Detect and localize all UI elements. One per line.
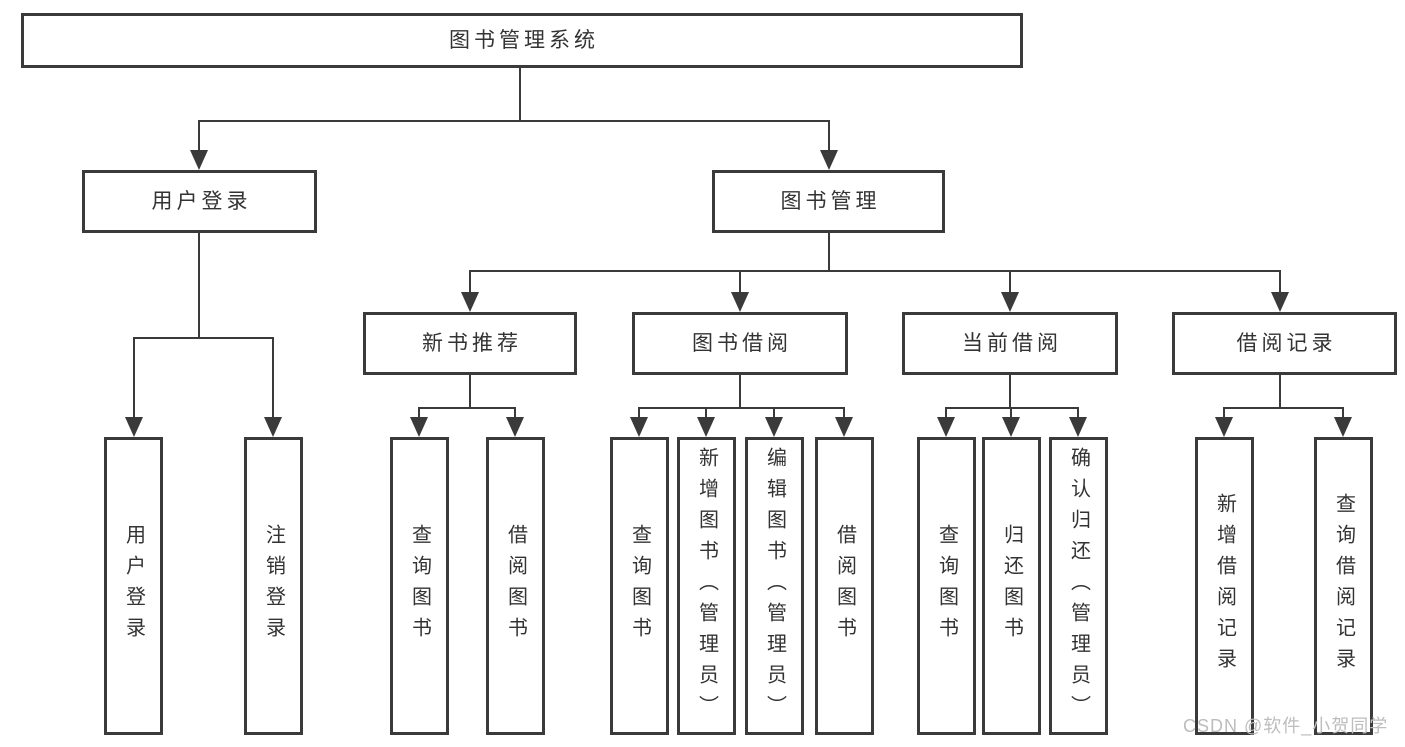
leaf-borrow-books-1: 借阅图书 [486,437,545,735]
node-current-borrowing-label: 当前借阅 [962,332,1062,355]
leaf-label: 归还图书 [1000,524,1023,648]
node-book-borrowing: 图书借阅 [632,312,848,375]
arrowhead-records-icon [1271,292,1289,312]
leaf-label: 查询图书 [628,524,651,648]
leaf-query-borrow-record: 查询借阅记录 [1314,437,1373,735]
arrowhead-user-login-icon [190,150,208,170]
connector-arm-leaf-login [133,337,135,419]
arrowhead-icon [937,417,955,437]
arrowhead-icon [1069,417,1087,437]
leaf-query-books-2: 查询图书 [610,437,669,735]
node-book-management-label: 图书管理 [780,190,881,213]
connector-borrowing-branch [638,407,845,409]
connector-newbooks-branch [418,407,516,409]
connector-arm [1342,407,1344,419]
arrowhead-book-mgmt-icon [820,150,838,170]
node-book-borrowing-label: 图书借阅 [692,332,792,355]
leaf-label: 新增借阅记录 [1213,493,1236,679]
leaf-borrow-books-2: 借阅图书 [815,437,874,735]
leaf-label: 查询图书 [408,524,431,648]
arrowhead-icon [1002,417,1020,437]
leaf-edit-books-admin: 编辑图书（管理员） [745,437,804,735]
connector-bookmgmt-branch [469,270,1281,272]
arrowhead-icon [697,417,715,437]
arrowhead-icon [1215,417,1233,437]
connector-arm [773,407,775,419]
node-user-login: 用户登录 [82,170,317,233]
leaf-label: 确认归还（管理员） [1067,446,1090,726]
connector-borrowing-stem [739,375,741,408]
leaf-query-books-3: 查询图书 [917,437,976,735]
connector-arm [945,407,947,419]
connector-arm-book-mgmt [828,120,830,152]
arrowhead-icon [630,417,648,437]
connector-arm-user-login [198,120,200,152]
leaf-label: 借阅图书 [504,524,527,648]
node-new-book-recommend-label: 新书推荐 [422,332,522,355]
connector-arm [1077,407,1079,419]
node-current-borrowing: 当前借阅 [902,312,1118,375]
arrowhead-leaf-login-icon [125,417,143,437]
leaf-user-login: 用户登录 [104,437,163,735]
connector-userlogin-stem [198,233,200,338]
leaf-label: 借阅图书 [833,524,856,648]
arrowhead-leaf-logout-icon [264,417,282,437]
arrowhead-icon [835,417,853,437]
connector-arm-current [1009,270,1011,294]
arrowhead-icon [765,417,783,437]
node-book-management: 图书管理 [712,170,945,233]
connector-arm [843,407,845,419]
leaf-add-borrow-record: 新增借阅记录 [1195,437,1254,735]
connector-arm [1010,407,1012,419]
leaf-label: 注销登录 [262,524,285,648]
connector-arm [514,407,516,419]
leaf-label: 查询图书 [935,524,958,648]
leaf-logout: 注销登录 [244,437,303,735]
connector-arm-records [1279,270,1281,294]
arrowhead-icon [410,417,428,437]
connector-arm [638,407,640,419]
node-borrowing-records: 借阅记录 [1172,312,1397,375]
node-root: 图书管理系统 [21,13,1023,68]
connector-arm-new-books [469,270,471,294]
connector-newbooks-stem [469,375,471,408]
connector-records-stem [1279,375,1281,408]
connector-bookmgmt-stem [828,233,830,272]
leaf-add-books-admin: 新增图书（管理员） [677,437,736,735]
connector-arm [705,407,707,419]
connector-root-branch [198,120,830,122]
connector-current-branch [945,407,1079,409]
connector-userlogin-branch [133,337,274,339]
node-new-book-recommend: 新书推荐 [363,312,577,375]
connector-arm [418,407,420,419]
arrowhead-icon [1334,417,1352,437]
connector-arm [1223,407,1225,419]
leaf-query-books-1: 查询图书 [390,437,449,735]
leaf-label: 新增图书（管理员） [695,446,718,726]
leaf-label: 编辑图书（管理员） [763,446,786,726]
leaf-label: 查询借阅记录 [1332,493,1355,679]
connector-arm-borrowing [739,270,741,294]
leaf-confirm-return-admin: 确认归还（管理员） [1049,437,1108,735]
node-borrowing-records-label: 借阅记录 [1236,332,1337,355]
node-root-label: 图书管理系统 [449,29,599,52]
leaf-label: 用户登录 [122,524,145,648]
connector-current-stem [1009,375,1011,408]
csdn-watermark: CSDN @软件_小贺同学 [1183,716,1389,736]
arrowhead-current-icon [1001,292,1019,312]
arrowhead-icon [506,417,524,437]
connector-records-branch [1223,407,1344,409]
node-user-login-label: 用户登录 [151,190,252,213]
leaf-return-books: 归还图书 [982,437,1041,735]
connector-root-stem [519,68,521,121]
arrowhead-new-books-icon [461,292,479,312]
arrowhead-borrowing-icon [731,292,749,312]
connector-arm-leaf-logout [272,337,274,419]
